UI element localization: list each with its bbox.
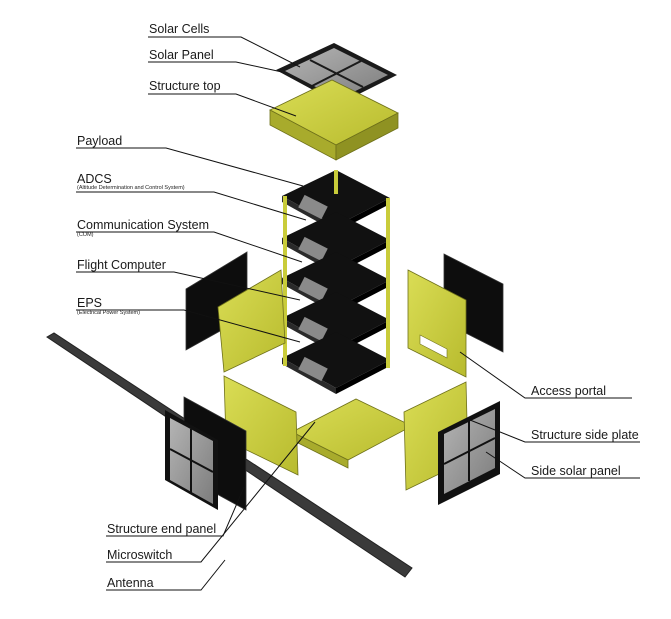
label-structure-top: Structure top [149,79,221,93]
label-solar-cells: Solar Cells [149,22,210,36]
right-structure-side-plate-access [407,269,467,378]
end-solar-panel [165,410,218,510]
label-communication-system: Communication System [77,218,209,232]
label-microswitch: Microswitch [107,548,173,562]
label-antenna: Antenna [107,576,154,590]
lower-right-side-solar-panel [438,401,500,505]
label-adcs-sub: (Altitude Determination and Control Syst… [77,185,185,191]
end-plate-left [223,375,299,476]
eps-board [282,332,390,394]
label-structure-end-panel: Structure end panel [107,522,217,536]
label-eps: EPS [77,296,103,310]
label-adcs: ADCS [77,172,112,186]
label-side-solar-panel: Side solar panel [531,464,621,478]
standoffs [283,170,390,368]
top-solar-panel [276,43,397,104]
payload-board [282,170,390,232]
board-stack [282,170,390,394]
left-structure-side-plate [217,269,286,373]
leader-lines [76,36,640,591]
base-plate [291,398,413,469]
label-payload: Payload [77,134,123,148]
label-communication-sub: (COM) [77,232,94,238]
label-solar-panel: Solar Panel [149,48,214,62]
structure-top-plate [269,79,399,161]
label-flight-computer: Flight Computer [77,258,166,272]
label-structure-side-plate: Structure side plate [531,428,639,442]
label-access-portal: Access portal [531,384,607,398]
label-eps-sub: (Electrical Power System) [77,310,140,316]
